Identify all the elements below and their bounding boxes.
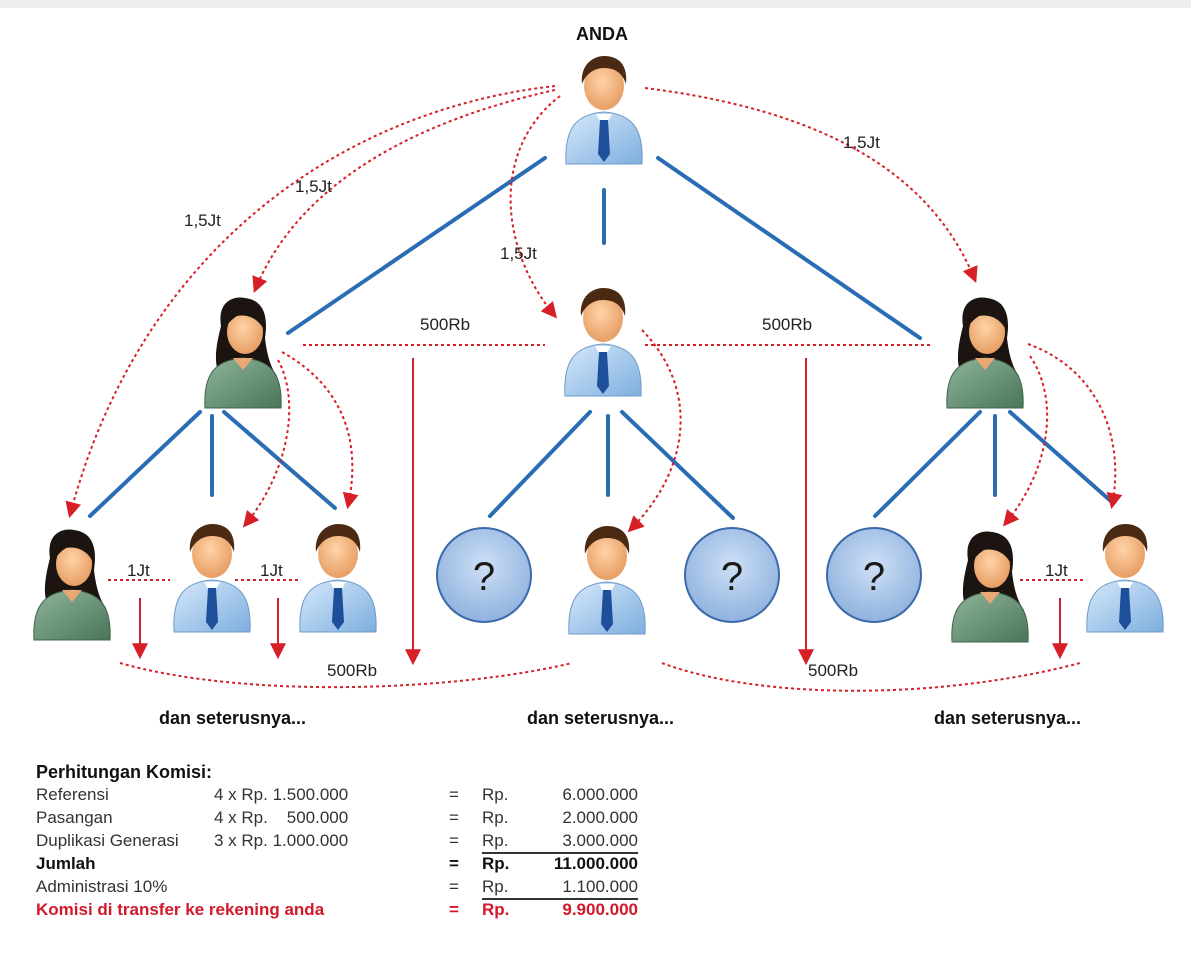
calc-row-name: Referensi [36,785,109,804]
calc-row-equals: = [449,785,459,804]
calc-row-amount: 3.000.000 [562,831,638,850]
top-node-label: ANDA [576,24,628,44]
continuation-label: dan seterusnya... [934,708,1082,728]
calc-row-amount: 9.900.000 [562,900,638,919]
calc-row-name: Duplikasi Generasi [36,831,179,850]
commission-flow-arrows [65,85,1123,533]
referral-label: 1,5Jt [500,244,537,263]
payout-down-arrows [132,358,1068,666]
tree-connector-lines [88,156,1115,520]
calc-row-multiplier: 4 x Rp. 1.500.000 [214,785,349,804]
calculation-title: Perhitungan Komisi: [36,762,213,782]
calc-row-equals: = [449,831,459,850]
calc-row-currency: Rp. [482,785,509,804]
pair-label: 500Rb [762,315,813,334]
admin-underline [482,898,638,900]
male-person-icon [173,523,251,633]
pair-dotted-lines [108,344,1085,692]
calc-row-equals: = [449,854,459,873]
male-person-icon [568,525,646,635]
people-nodes [33,55,1164,643]
calc-row-administrasi: Administrasi 10% = Rp. 1.100.000 [36,877,676,900]
pair-label: 500Rb [420,315,471,334]
generation-label: 1Jt [127,561,150,580]
referral-label: 1,5Jt [184,211,221,230]
calc-row-currency: Rp. [482,854,510,873]
unknown-member-icon: ? [436,527,532,623]
unknown-marker: ? [863,555,885,599]
male-person-icon [1086,523,1164,633]
continuation-label: dan seterusnya... [159,708,307,728]
calc-row-amount: 1.100.000 [562,877,638,896]
calc-row-multiplier: 4 x Rp. 500.000 [214,808,349,827]
calc-row-currency: Rp. [482,808,509,827]
unknown-member-icon: ? [684,527,780,623]
male-person-icon [299,523,377,633]
pair-label: 500Rb [327,661,378,680]
calc-row-amount: 6.000.000 [562,785,638,804]
calc-row-name: Jumlah [36,854,96,873]
calc-row-equals: = [449,877,459,896]
male-person-icon [564,287,642,397]
female-person-icon [946,297,1024,409]
calc-row-currency: Rp. [482,831,509,850]
unknown-members: ? ? ? [436,527,922,623]
calc-row-jumlah: Jumlah = Rp. 11.000.000 [36,854,676,877]
calc-row-amount: 11.000.000 [553,854,638,873]
calc-row-name: Administrasi 10% [36,877,168,896]
calc-row-komisi-transfer: Komisi di transfer ke rekening anda = Rp… [36,900,676,923]
calc-row-amount: 2.000.000 [562,808,638,827]
generation-label: 1Jt [260,561,283,580]
female-person-icon [33,529,111,641]
referral-label: 1,5Jt [843,133,880,152]
female-person-icon [951,531,1029,643]
calc-row-duplikasi: Duplikasi Generasi 3 x Rp. 1.000.000 = R… [36,831,676,854]
male-person-icon [565,55,643,165]
calc-row-name: Pasangan [36,808,113,827]
pair-label: 500Rb [808,661,859,680]
referral-label: 1,5Jt [295,177,332,196]
generation-label: 1Jt [1045,561,1068,580]
female-person-icon [204,297,282,409]
calc-row-pasangan: Pasangan 4 x Rp. 500.000 = Rp. 2.000.000 [36,808,676,831]
continuation-label: dan seterusnya... [527,708,675,728]
unknown-marker: ? [473,555,495,599]
calc-row-equals: = [449,808,459,827]
calc-row-referensi: Referensi 4 x Rp. 1.500.000 = Rp. 6.000.… [36,785,676,808]
calc-row-multiplier: 3 x Rp. 1.000.000 [214,831,349,850]
commission-calculation-table: Perhitungan Komisi: Referensi 4 x Rp. 1.… [36,762,676,923]
unknown-member-icon: ? [826,527,922,623]
calc-row-currency: Rp. [482,900,510,919]
calc-row-name: Komisi di transfer ke rekening anda [36,900,325,919]
subtotal-underline [482,852,638,854]
calc-row-currency: Rp. [482,877,509,896]
calc-row-equals: = [449,900,459,919]
unknown-marker: ? [721,555,743,599]
